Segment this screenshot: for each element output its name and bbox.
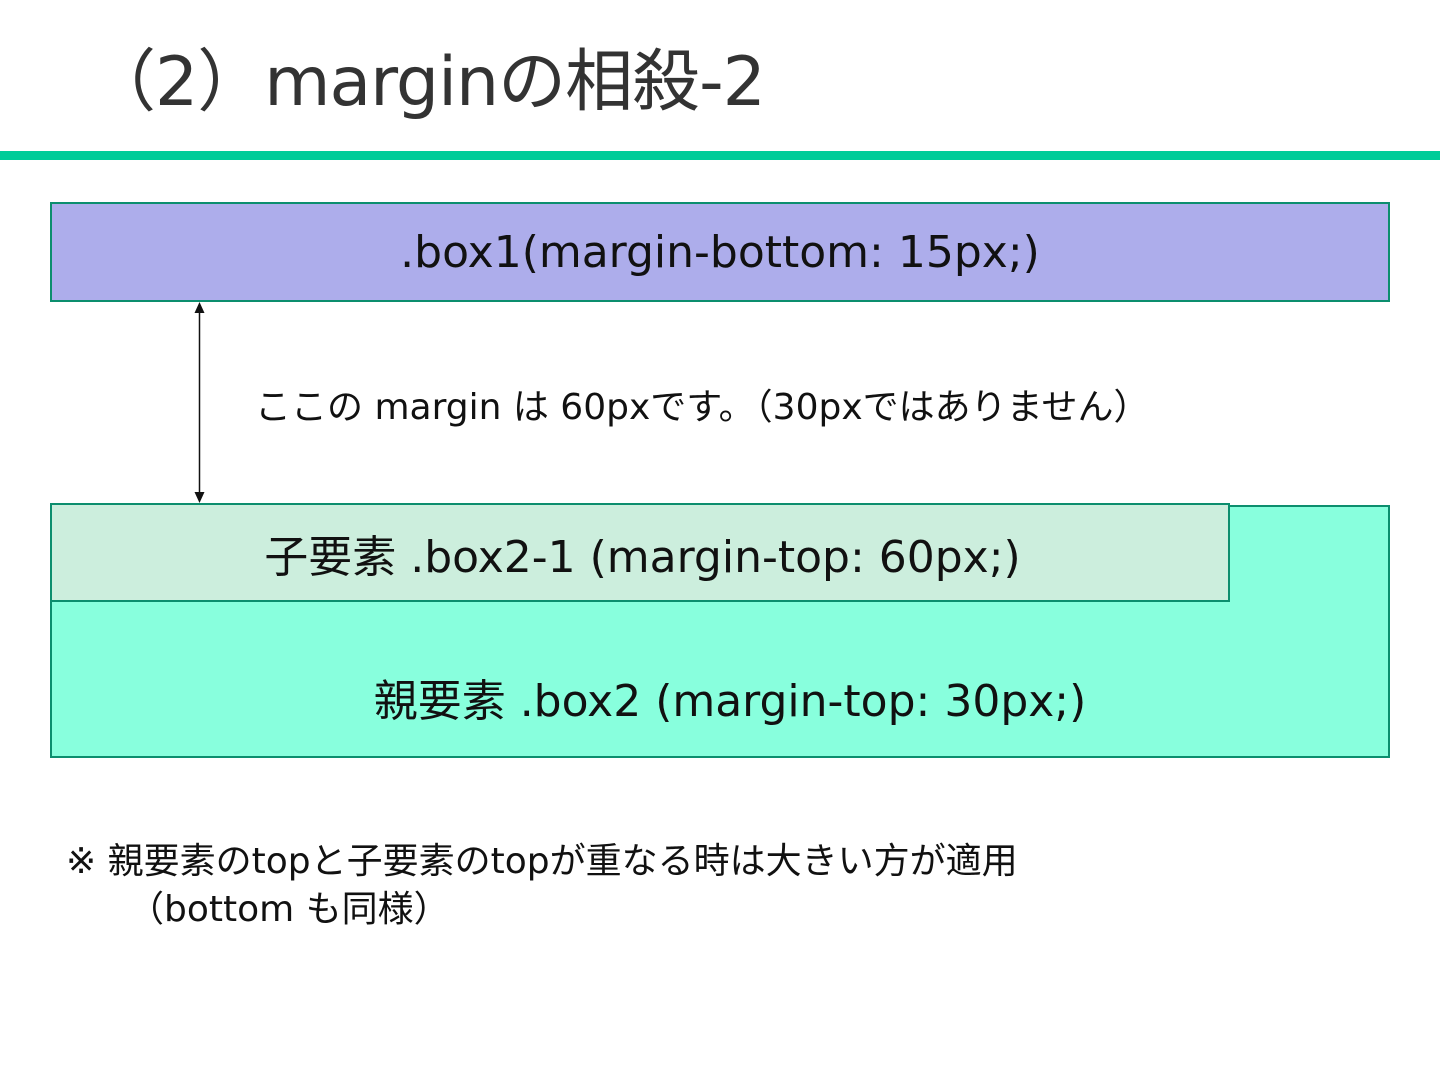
box2-1-label: 子要素 .box2-1 (margin-top: 60px;) (264, 531, 1021, 583)
margin-note: ここの margin は 60pxです。（30pxではありません） (255, 387, 1150, 428)
child-box2-1: 子要素 .box2-1 (margin-top: 60px;) (50, 503, 1230, 602)
title-underline (0, 151, 1440, 160)
footnote-line-2: （bottom も同様） (128, 889, 450, 930)
footnote-line-1: ※ 親要素のtopと子要素のtopが重なる時は大きい方が適用 (66, 841, 1018, 882)
double-arrow-icon (194, 302, 205, 503)
box2-label: 親要素 .box2 (margin-top: 30px;) (373, 676, 1087, 727)
slide-title: （2）marginの相殺-2 (88, 43, 766, 122)
box1-label: .box1(margin-bottom: 15px;) (400, 226, 1040, 278)
box1: .box1(margin-bottom: 15px;) (50, 202, 1390, 302)
footnote: ※ 親要素のtopと子要素のtopが重なる時は大きい方が適用 （bottom も… (66, 838, 1018, 934)
